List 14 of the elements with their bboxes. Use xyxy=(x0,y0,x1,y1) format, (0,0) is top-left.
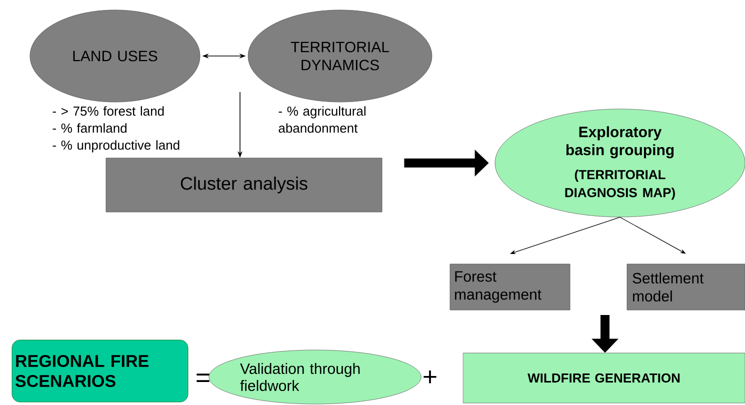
process-box: Settlement model xyxy=(626,264,745,310)
process-box: WILDFIRE GENERATION xyxy=(462,352,745,404)
process-box: Forest management xyxy=(450,264,570,310)
math-sign: + xyxy=(424,370,436,384)
oval-node: Exploratory basin grouping (TERRITORIAL DIAGNOSIS MAP) xyxy=(494,108,745,218)
oval-node: Validation through fieldwork xyxy=(208,350,422,404)
oval-node: TERRITORIAL DYNAMICS xyxy=(248,10,432,102)
rounded-box: REGIONAL FIRE SCENARIOS xyxy=(12,340,188,402)
bullet-list: - % agricultural abandonment xyxy=(278,106,366,133)
arrow xyxy=(620,216,686,254)
math-sign: = xyxy=(196,374,210,382)
oval-node: LAND USES xyxy=(30,10,200,102)
process-box: Cluster analysis xyxy=(106,158,382,212)
bullet-list: - > 75% forest land - % farmland - % unproductive land xyxy=(52,106,180,152)
